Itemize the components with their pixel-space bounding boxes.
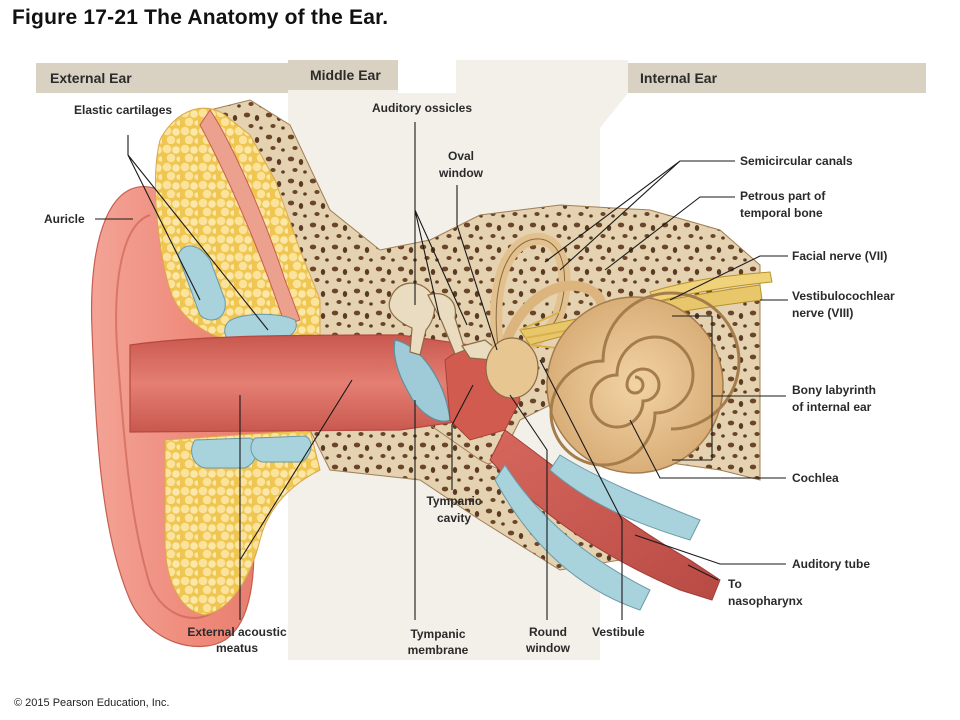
label-petrous-part-line2: temporal bone bbox=[740, 206, 823, 220]
label-round-window-line2: window bbox=[525, 641, 571, 655]
label-vestibule: Vestibule bbox=[592, 625, 645, 639]
label-oval-window-line2: window bbox=[438, 166, 484, 180]
label-petrous-part-line1: Petrous part of bbox=[740, 189, 826, 203]
tube-cartilage bbox=[549, 454, 701, 541]
tympanic-membrane-shape bbox=[393, 339, 451, 422]
label-vestibulocochlear-line2: nerve (VIII) bbox=[792, 306, 853, 320]
internal-ear-label: Internal Ear bbox=[640, 70, 718, 86]
middle-ear-label: Middle Ear bbox=[310, 67, 381, 83]
label-external-acoustic-meatus-line2: meatus bbox=[216, 641, 258, 655]
lower-fat-region bbox=[164, 429, 321, 616]
label-auricle: Auricle bbox=[44, 212, 85, 226]
label-semicircular-canals: Semicircular canals bbox=[740, 154, 853, 168]
label-auditory-ossicles: Auditory ossicles bbox=[372, 101, 472, 115]
label-tympanic-membrane-line1: Tympanic bbox=[410, 627, 465, 641]
label-tympanic-cavity-line2: cavity bbox=[437, 511, 471, 525]
label-to-nasopharynx-line1: To bbox=[728, 577, 742, 591]
label-bony-labyrinth-line1: Bony labyrinth bbox=[792, 383, 876, 397]
label-to-nasopharynx-line2: nasopharynx bbox=[728, 594, 803, 608]
label-tympanic-membrane-line2: membrane bbox=[408, 643, 469, 657]
label-auditory-tube: Auditory tube bbox=[792, 557, 870, 571]
copyright-notice: © 2015 Pearson Education, Inc. bbox=[14, 697, 170, 709]
label-bony-labyrinth-line2: of internal ear bbox=[792, 400, 872, 414]
external-ear-band bbox=[36, 63, 288, 93]
label-facial-nerve: Facial nerve (VII) bbox=[792, 249, 887, 263]
tube-cartilage-lower bbox=[494, 464, 651, 611]
label-external-acoustic-meatus-line1: External acoustic bbox=[187, 625, 287, 639]
label-cochlea: Cochlea bbox=[792, 471, 839, 485]
labels: Elastic cartilages Auricle Auditory ossi… bbox=[44, 101, 895, 657]
upper-fat-region bbox=[154, 107, 321, 346]
cochlea-shape bbox=[546, 291, 741, 474]
internal-ear-band bbox=[628, 63, 926, 93]
label-oval-window-line1: Oval bbox=[448, 149, 474, 163]
label-elastic-cartilages: Elastic cartilages bbox=[74, 103, 172, 117]
leader-lines bbox=[95, 122, 788, 620]
figure-title: Figure 17-21 The Anatomy of the Ear. bbox=[12, 6, 389, 29]
label-round-window-line1: Round bbox=[529, 625, 567, 639]
middle-ear-band bbox=[288, 60, 398, 90]
external-ear-label: External Ear bbox=[50, 70, 132, 86]
label-tympanic-cavity-line1: Tympanic bbox=[426, 494, 481, 508]
label-vestibulocochlear-line1: Vestibulocochlear bbox=[792, 289, 895, 303]
